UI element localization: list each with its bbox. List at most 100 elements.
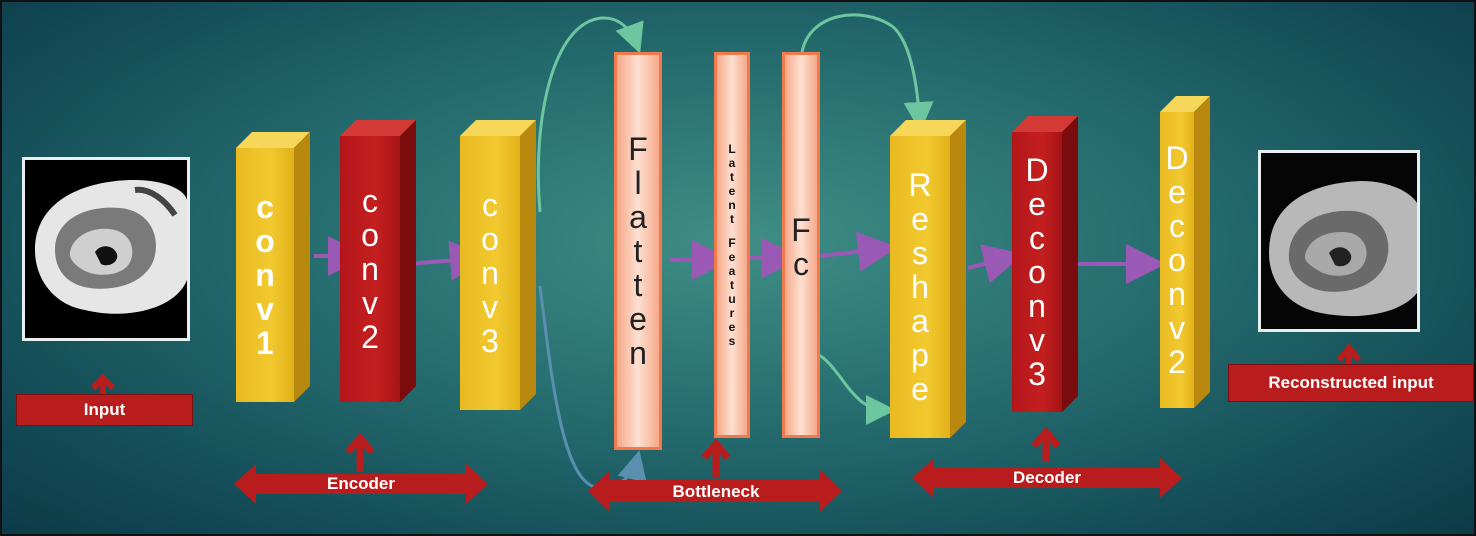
letter: e [728,320,736,334]
curve-fc-reshape-bottom [801,348,896,425]
letter: o [361,217,379,253]
letter: F [728,236,736,250]
bottleneck-label: Bottleneck [672,482,760,501]
letter: D [1025,152,1049,188]
letter: n [361,251,379,287]
letter: s [912,235,928,271]
letter: r [729,306,735,320]
letter: D [1165,140,1189,176]
letter: t [633,267,643,303]
letter: n [728,198,736,212]
letter: c [482,187,498,223]
reconstructed-input-label: Reconstructed input [1228,364,1474,402]
letter: a [911,303,929,339]
reconstructed-image [1258,150,1420,332]
letter: o [1028,254,1046,290]
letter: n [629,335,647,371]
letter: c [1169,208,1185,244]
letter: c [362,183,378,219]
pointer-bottleneck [701,438,731,478]
arrow-fc-reshape [819,231,898,272]
input-label: Input [16,394,193,426]
pointer-decoder [1031,426,1061,462]
letter: e [728,184,736,198]
letter: F [791,212,811,248]
curve-fc-reshape-top [800,13,934,132]
letter: h [911,269,929,305]
encoder-label: Encoder [326,474,396,493]
decoder-span-arrow [912,458,1182,498]
letter: 2 [361,319,379,355]
letter: c [1029,220,1045,256]
letter: e [629,301,647,337]
pointer-encoder [345,432,375,472]
letter: a [728,156,736,170]
letter: o [1168,242,1186,278]
letter: p [911,337,929,373]
decoder-label: Decoder [1012,468,1082,487]
letter: e [728,250,736,264]
letter: c [256,189,274,225]
letter: 3 [1028,356,1046,392]
curve-conv3-flatten [536,16,644,213]
letter: t [633,233,643,269]
letter: l [634,165,642,201]
letter: L [728,142,736,156]
letter: o [255,223,275,259]
bottleneck-span-arrow [588,470,842,512]
letter: 2 [1168,344,1186,380]
letter: e [1168,174,1186,210]
letter: v [482,289,498,325]
letter: u [728,292,736,306]
letter: n [255,257,275,293]
letter: t [730,278,734,292]
curve-conv3-bottleneck [538,285,647,490]
letter: v [362,285,378,321]
letter: n [481,255,499,291]
letter: e [911,201,929,237]
brain-scan-icon [25,160,187,338]
letter: v [256,291,274,327]
arrow-reshape-deconv3 [967,244,1024,284]
letter: R [908,167,932,203]
letter: n [1028,288,1046,324]
letter: 3 [481,323,499,359]
input-image [22,157,190,341]
letter: o [481,221,499,257]
letter: F [628,131,648,167]
letter: e [911,371,929,407]
letter: a [629,199,647,235]
encoder-span-arrow [234,464,488,504]
letter: n [1168,276,1186,312]
letter: a [728,264,736,278]
letter: c [793,246,809,282]
letter: v [1029,322,1045,358]
letter: e [1028,186,1046,222]
pointer-output [1336,343,1362,366]
letter: t [730,170,734,184]
pointer-input [90,373,116,394]
letter: t [730,212,734,226]
letter [730,226,733,236]
letter: 1 [256,325,274,361]
letter: s [728,334,736,348]
